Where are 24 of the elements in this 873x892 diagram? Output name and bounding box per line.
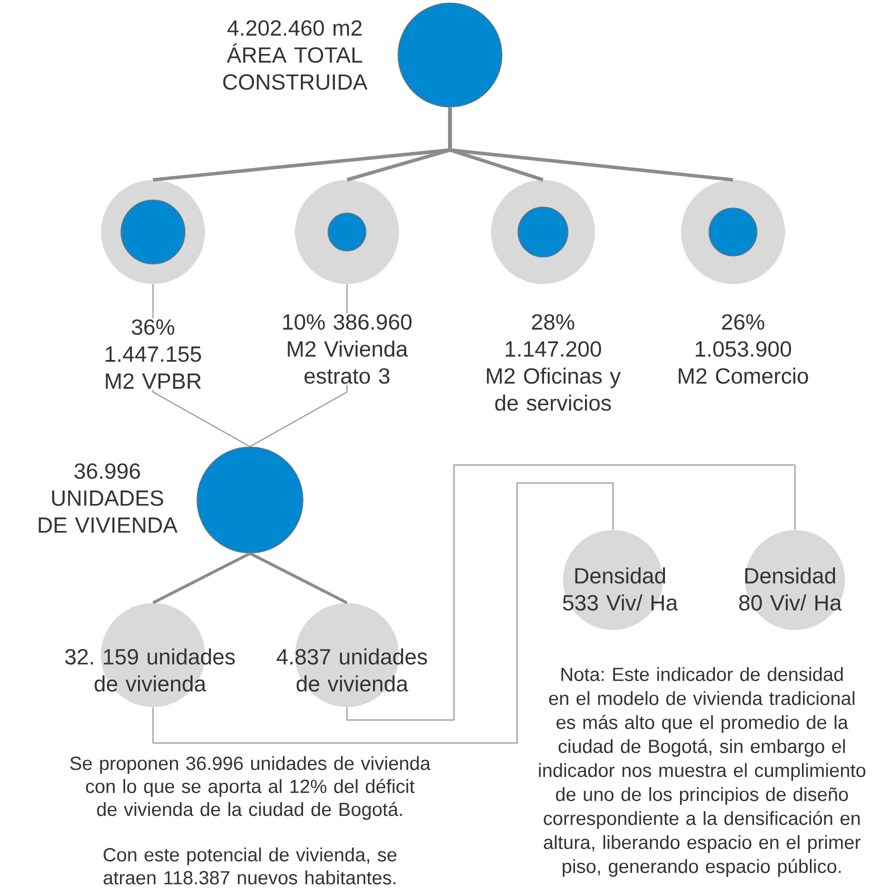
inner-circle <box>708 208 758 256</box>
note-text: Nota: Este indicador de densidad en el modelo de vivienda tradicional es más alto que el promedio de la ciudad de Bogotá, sin embargo el indicador nos muestra el cumplimiento de uno de los principios de diseño correspondiente a la densificación en altura, liberando espacio en el primer piso, generando espacio público. <box>539 667 866 877</box>
node-label: 26% 1.053.900 M2 Comercio <box>671 313 815 385</box>
note-text: Se proponen 36.996 unidades de vivienda con lo que se aporta al 12% del déficit de vivienda de la ciudad de Bogotá. <box>70 756 431 820</box>
note-text: Con este potencial de vivienda, se atraen 118.387 nuevos habitantes. <box>104 848 396 884</box>
node-label: 4.202.460 m2 ÁREA TOTAL CONSTRUIDA <box>223 20 368 90</box>
connector-line <box>152 552 251 604</box>
node-label: 32. 159 unidades de vivienda <box>65 648 235 692</box>
inner-circle <box>328 212 366 252</box>
inner-circle <box>120 200 186 264</box>
connector-line <box>249 552 348 604</box>
node-label: 4.837 unidades de vivienda <box>276 648 427 692</box>
connector-line <box>152 482 614 744</box>
node-label: 36.996 UNIDADES DE VIVIENDA <box>38 463 178 533</box>
connector-line <box>448 107 734 182</box>
inner-circle <box>518 206 568 258</box>
circle <box>398 2 502 108</box>
circle <box>196 446 304 554</box>
connector-line <box>346 464 796 720</box>
node-label: 36% 1.447.155 M2 VPBR <box>81 318 225 390</box>
node-label: Densidad 533 Viv/ Ha <box>563 567 678 611</box>
node-label: Densidad 80 Viv/ Ha <box>739 567 842 611</box>
node-label: 28% 1.147.200 M2 Oficinas y de servicios <box>481 313 625 412</box>
node-label: 10% 386.960 M2 Vivienda estrato 3 <box>275 313 419 385</box>
